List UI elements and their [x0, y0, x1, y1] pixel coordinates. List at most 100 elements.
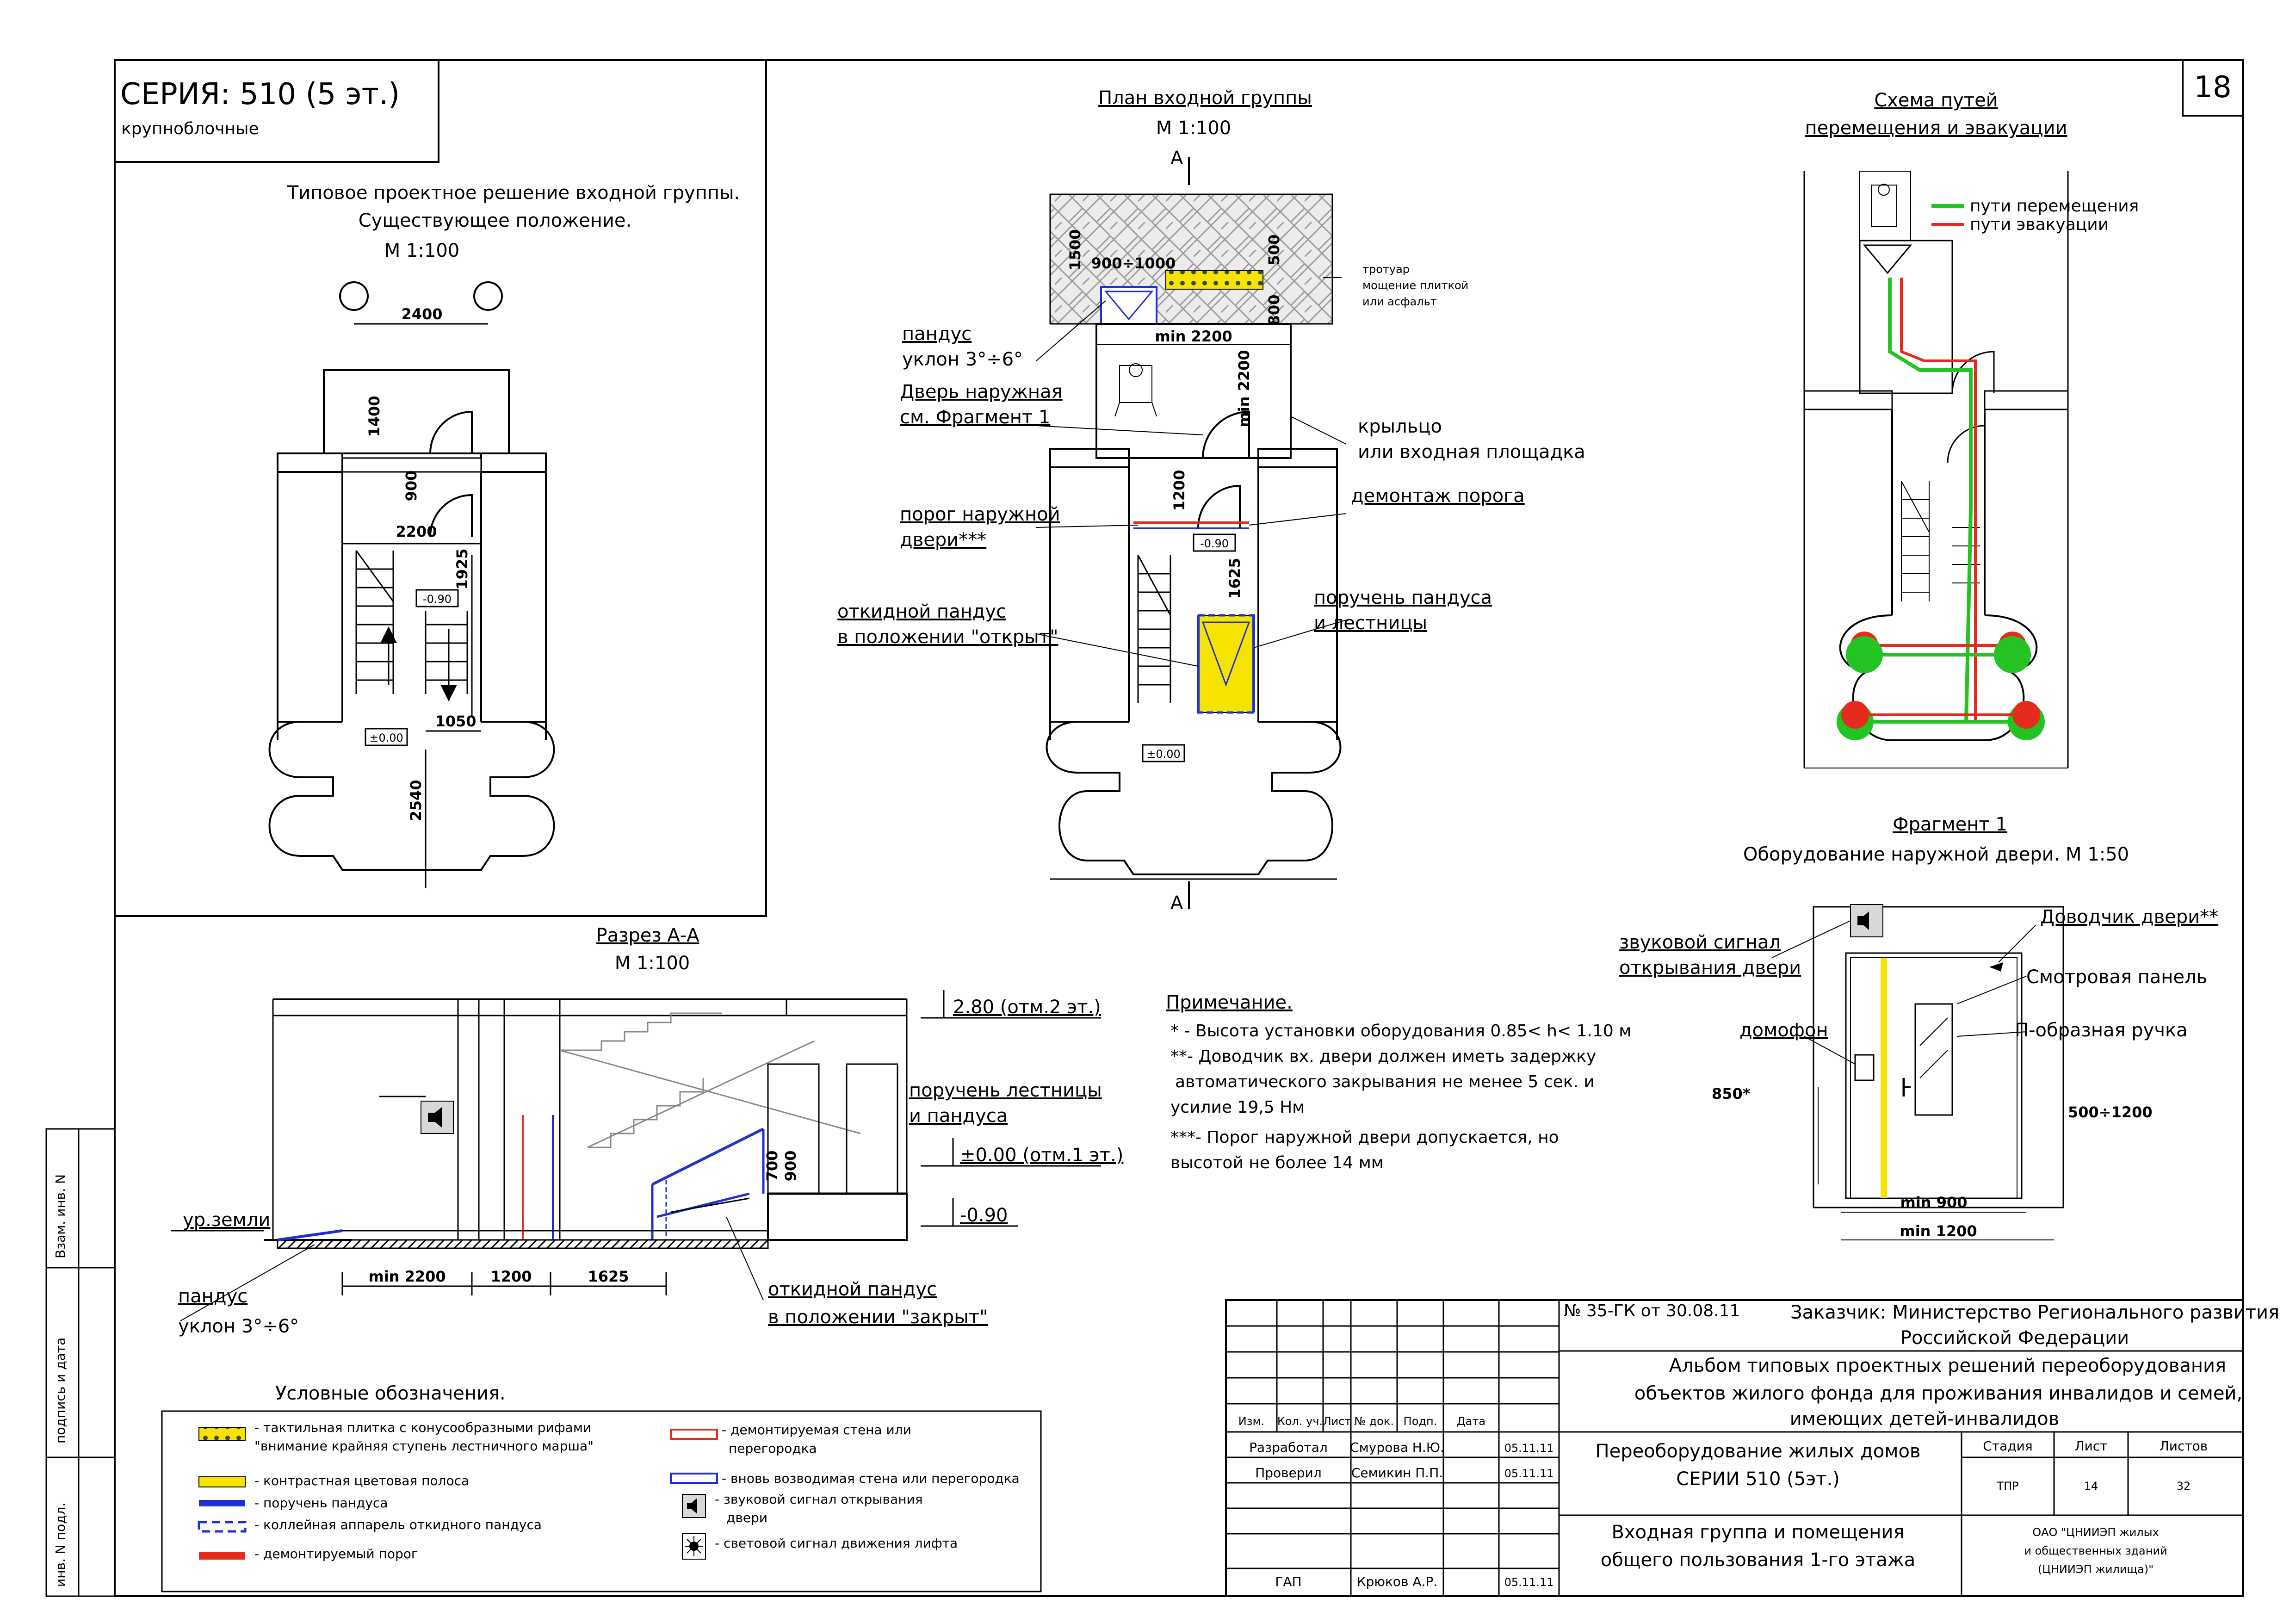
dim-2540: 2540: [407, 780, 425, 821]
notes-title: Примечание.: [1166, 992, 1293, 1013]
fragment-handle: П-образная ручка: [2015, 1020, 2188, 1041]
series-title: СЕРИЯ: 510 (5 эт.): [120, 77, 400, 112]
level-000-existing: ±0.00: [369, 731, 403, 744]
sheet-number: 18: [2194, 70, 2231, 105]
tb-date-3: 05.11.11: [1504, 1576, 1554, 1589]
callout-foldramp-1: откидной пандус: [837, 601, 1006, 622]
legend-light-icon: [682, 1533, 706, 1560]
legend-text-6a: - демонтируемая стена или: [722, 1422, 911, 1437]
callout-threshold-1: порог наружной: [900, 504, 1060, 525]
section-fold-1: откидной пандус: [768, 1279, 937, 1300]
notes: Примечание. * - Высота установки оборудо…: [1166, 992, 1631, 1172]
dim-2200: 2200: [396, 523, 437, 540]
tb-sheet-2: общего пользования 1-го этажа: [1601, 1549, 1916, 1571]
dim-1400: 1400: [365, 396, 383, 437]
section-mark-bottom: А: [1170, 892, 1183, 914]
existing-title-2: Существующее положение.: [359, 210, 632, 231]
tb-name-1: Смурова Н.Ю.: [1350, 1440, 1444, 1455]
legend-text-4: - коллейная аппарель откидного пандуса: [254, 1517, 542, 1532]
fragment-panel: Смотровая панель: [2026, 966, 2207, 988]
rail-dim-700: 700: [763, 1151, 781, 1182]
fragment-sound-2: открывания двери: [1619, 957, 1801, 979]
legend-text-5: - демонтируемый порог: [254, 1546, 418, 1561]
legend-swatch-demwall: [670, 1429, 718, 1440]
tb-date-2: 05.11.11: [1504, 1467, 1554, 1480]
dim-1050: 1050: [435, 712, 476, 730]
legend-swatch-tactile: [198, 1427, 246, 1441]
existing-scale: М 1:100: [384, 240, 460, 261]
rail-dim-900: 900: [782, 1151, 799, 1182]
dim-min-2200-a: min 2200: [1155, 328, 1232, 345]
section-mark-top: А: [1170, 148, 1183, 169]
dim-1625: 1625: [1226, 558, 1244, 599]
tb-org-2: и общественных зданий: [2024, 1544, 2167, 1557]
tb-head-doc: № док.: [1354, 1415, 1394, 1428]
tb-project-2: СЕРИИ 510 (5эт.): [1676, 1468, 1840, 1490]
legend-swatch-threshold: [199, 1552, 245, 1560]
tb-lists-head: Листов: [2160, 1438, 2208, 1454]
note-line-3: автоматического закрывания не менее 5 се…: [1175, 1072, 1595, 1091]
fragment-1: Фрагмент 1 Оборудование наружной двери. …: [1619, 814, 2218, 1240]
tb-org-1: ОАО "ЦНИИЭП жилых: [2032, 1526, 2159, 1539]
legend-swatch-handrail: [199, 1500, 245, 1506]
tb-head-kol: Кол. уч.: [1277, 1415, 1323, 1428]
fragment-dim-900: min 900: [1900, 1194, 1967, 1211]
tb-stage: ТПР: [1996, 1480, 2018, 1493]
dim-800: 800: [1265, 295, 1283, 326]
tb-org-3: (ЦНИИЭП жилища)": [2038, 1563, 2154, 1576]
section-level-2: 2.80 (отм.2 эт.): [953, 997, 1101, 1018]
callout-ramp-2: уклон 3°÷6°: [902, 349, 1023, 370]
tb-head-sign: Подп.: [1404, 1415, 1437, 1428]
tb-role-2: Проверил: [1255, 1465, 1322, 1481]
tb-role-1: Разработал: [1249, 1440, 1328, 1455]
dim-1200: 1200: [1170, 470, 1188, 511]
stamp-label-3: инв. N подл.: [53, 1503, 68, 1587]
tb-album-1: Альбом типовых проектных решений переобо…: [1669, 1355, 2226, 1376]
legend-swatch-newwall: [670, 1473, 718, 1484]
dim-900: 900: [402, 471, 420, 502]
entry-plan-scale: М 1:100: [1156, 118, 1232, 139]
section-fold-2: в положении "закрыт": [768, 1307, 988, 1328]
legend-text-7: - вновь возводимая стена или перегородка: [722, 1471, 1020, 1486]
section-aa: Разрез А-А М 1:100 700 900: [171, 925, 1123, 1337]
callout-demolish: демонтаж порога: [1351, 485, 1525, 507]
section-title: Разрез А-А: [596, 925, 699, 946]
section-ramp-1: пандус: [178, 1286, 248, 1307]
sheet-frame: [114, 59, 2244, 1597]
fragment-closer: Доводчик двери**: [2040, 906, 2218, 928]
legend-text-1a: - тактильная плитка с конусообразными ри…: [254, 1420, 591, 1435]
tb-head-list: Лист: [1323, 1415, 1351, 1428]
note-line-2: **- Доводчик вх. двери должен иметь заде…: [1170, 1047, 1596, 1066]
callout-handrail-2: и лестницы: [1314, 613, 1427, 634]
dim-900-1000: 900÷1000: [1091, 254, 1176, 272]
section-dim-min2200: min 2200: [368, 1268, 446, 1285]
existing-plan: Типовое проектное решение входной группы…: [268, 182, 740, 888]
tb-role-3: ГАП: [1275, 1574, 1301, 1589]
fragment-subtitle: Оборудование наружной двери. М 1:50: [1743, 844, 2129, 865]
dim-1925: 1925: [453, 548, 471, 589]
tb-album-3: имеющих детей-инвалидов: [1790, 1408, 2060, 1430]
stamp-label-1: Взам. инв. N: [53, 1174, 68, 1258]
section-scale: М 1:100: [615, 953, 690, 974]
existing-title-1: Типовое проектное решение входной группы…: [287, 182, 740, 204]
dim-1500: 1500: [1066, 229, 1084, 270]
section-dim-1200: 1200: [490, 1268, 532, 1285]
fragment-dim-1200: min 1200: [1900, 1222, 1977, 1240]
evac-legend-evac: пути эвакуации: [1970, 215, 2109, 234]
tb-list: 14: [2084, 1480, 2098, 1493]
legend-title: Условные обозначения.: [275, 1383, 506, 1404]
tb-album-2: объектов жилого фонда для проживания инв…: [1634, 1383, 2242, 1404]
section-level-m: -0.90: [960, 1205, 1008, 1226]
legend-text-2: - контрастная цветовая полоса: [254, 1473, 469, 1488]
tb-customer-1: Заказчик: Министерство Регионального раз…: [1790, 1302, 2279, 1323]
tb-customer-2: Российской Федерации: [1900, 1327, 2129, 1349]
legend-text-8a: - звуковой сигнал открывания: [715, 1492, 923, 1507]
fragment-dim-range: 500÷1200: [2068, 1103, 2153, 1121]
callout-door-2: см. Фрагмент 1: [900, 407, 1050, 428]
dim-500: 500: [1265, 235, 1283, 266]
level-000-entry: ±0.00: [1146, 748, 1181, 761]
callout-ramp-1: пандус: [902, 323, 972, 345]
series-subtitle: крупноблочные: [121, 119, 259, 138]
dim-min-2200-b: min 2200: [1235, 350, 1253, 427]
